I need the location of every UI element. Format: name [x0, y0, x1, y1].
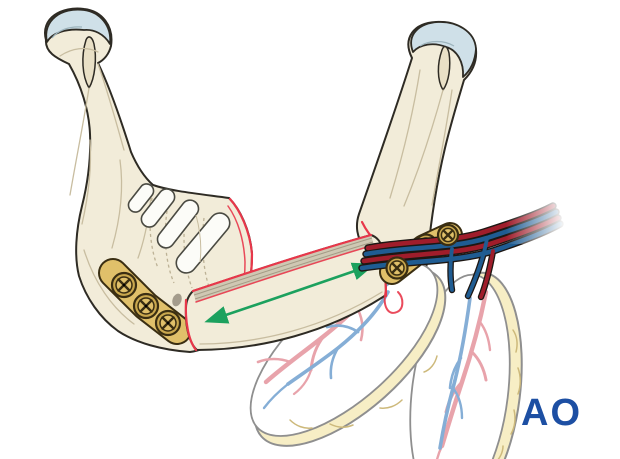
- left-condyle-cartilage: [45, 8, 112, 45]
- molar-teeth: [127, 183, 231, 274]
- bone-screw: [110, 271, 138, 299]
- fat-layer-texture: [289, 355, 438, 429]
- reconstruction-plate-left: [98, 258, 192, 345]
- fat-layer-texture: [497, 329, 521, 459]
- right-sigmoid-notch: [437, 45, 451, 92]
- mental-foramen: [172, 293, 182, 307]
- right-condyle-cartilage: [410, 21, 477, 78]
- graft-length-arrow: [204, 262, 376, 324]
- bone-screw: [436, 223, 460, 247]
- paddle-vessels: [435, 289, 492, 459]
- left-mandible-segment: [44, 7, 254, 353]
- bone-screw: [154, 309, 182, 337]
- pedicle-fade: [506, 184, 588, 244]
- bone-screw: [385, 256, 409, 280]
- bone-screw: [132, 292, 160, 320]
- vessel-loop: [383, 289, 404, 314]
- ao-foundation-logo: AO: [521, 392, 582, 434]
